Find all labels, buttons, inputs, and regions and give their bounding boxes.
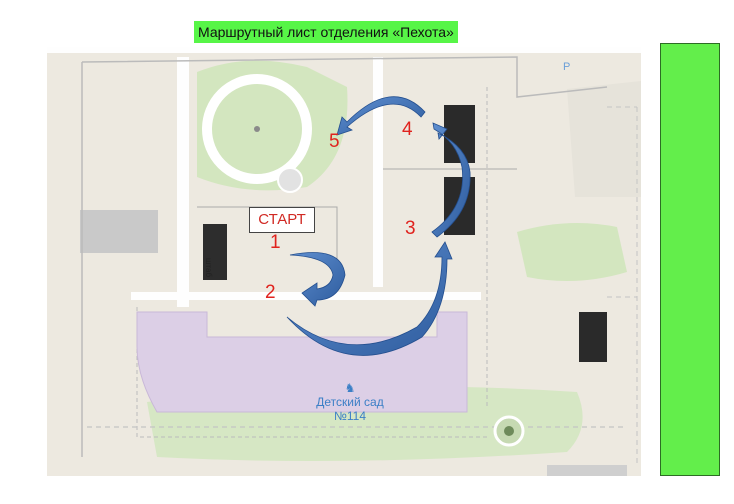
arrow-4-to-5 bbox=[336, 96, 426, 136]
checkpoint-2-label: 2 bbox=[265, 282, 276, 303]
road-vertical-left bbox=[177, 57, 189, 307]
parking-label: P bbox=[563, 61, 571, 73]
building-southeast bbox=[579, 312, 607, 362]
outline-east-edge bbox=[607, 106, 638, 467]
arrow-3-to-4 bbox=[431, 122, 471, 238]
map-drawing bbox=[47, 47, 641, 476]
arrow-1-to-2 bbox=[289, 252, 346, 307]
page-title: Маршрутный лист отделения «Пехота» bbox=[194, 21, 458, 43]
circle-center bbox=[254, 126, 260, 132]
route-arrows bbox=[286, 96, 471, 356]
road-vertical-mid bbox=[373, 57, 383, 287]
checkpoint-5-label: 5 bbox=[329, 131, 340, 152]
road-top bbox=[47, 47, 641, 53]
park-area-east bbox=[517, 223, 627, 281]
circle-path bbox=[202, 74, 312, 184]
park-area-north bbox=[197, 60, 348, 191]
kindergarten-number: №114 bbox=[333, 409, 366, 423]
kindergarten-icon: ♞ bbox=[344, 381, 356, 395]
side-green-bar bbox=[660, 43, 720, 476]
map-area[interactable] bbox=[47, 47, 641, 476]
building-northeast bbox=[567, 81, 641, 197]
tree-south-center bbox=[504, 426, 514, 436]
building-west bbox=[80, 210, 158, 253]
checkpoint-3-label: 3 bbox=[405, 218, 416, 239]
hq-building bbox=[203, 224, 227, 280]
checkpoint-1-label: 1 bbox=[270, 232, 281, 253]
building-bottom-strip bbox=[547, 465, 627, 476]
start-label: СТАРТ bbox=[249, 207, 315, 233]
outline-north bbox=[81, 56, 608, 98]
arrow-2-to-3 bbox=[286, 241, 453, 356]
checkpoint-4-label: 4 bbox=[402, 119, 413, 140]
kindergarten-building bbox=[136, 311, 468, 413]
hq-label: штаб bbox=[204, 258, 213, 278]
kindergarten-label: ♞ Детский сад №114 bbox=[300, 381, 400, 423]
tree-north bbox=[277, 167, 303, 193]
kindergarten-name: Детский сад bbox=[316, 395, 384, 409]
